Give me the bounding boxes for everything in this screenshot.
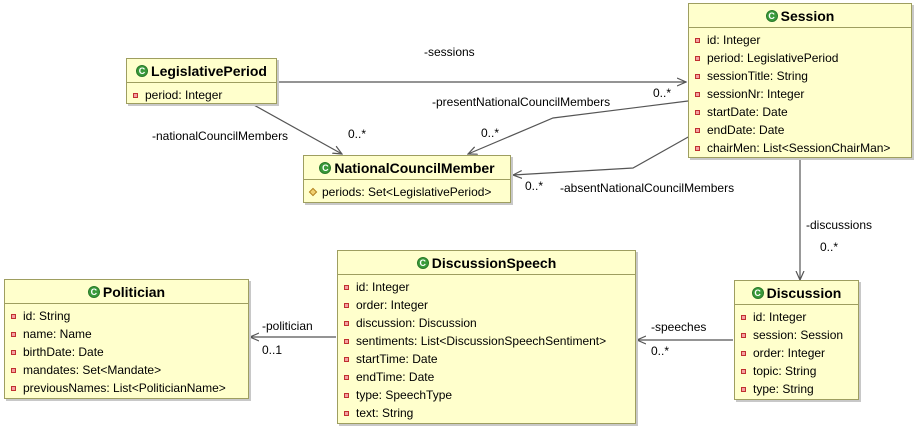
- attribute: birthDate: Date: [11, 343, 242, 361]
- label-speeches-multiplicity: 0..*: [651, 344, 670, 358]
- class-politician-name: Politician: [102, 283, 166, 300]
- label-discussions-multiplicity: 0..*: [820, 240, 839, 254]
- class-national-council-member-header: C NationalCouncilMember: [304, 156, 510, 180]
- attribute: id: Integer: [741, 308, 852, 326]
- class-icon: C: [136, 64, 149, 77]
- private-field-icon: [11, 313, 16, 319]
- private-field-icon: [741, 368, 746, 374]
- private-field-icon: [741, 314, 746, 320]
- class-icon: C: [87, 285, 100, 298]
- label-present-multiplicity: 0..*: [481, 126, 500, 140]
- class-politician[interactable]: C Politician id: String name: Name birth…: [4, 279, 249, 399]
- class-discussion-speech-header: C DiscussionSpeech: [338, 251, 635, 275]
- attribute: order: Integer: [741, 344, 852, 362]
- label-politician-multiplicity: 0..1: [262, 343, 283, 357]
- private-field-icon: [344, 338, 349, 344]
- attribute: text: String: [344, 404, 629, 422]
- class-icon: C: [765, 9, 778, 22]
- class-legislative-period-header: C LegislativePeriod: [127, 59, 276, 83]
- class-legislative-period[interactable]: C LegislativePeriod period: Integer: [126, 58, 277, 104]
- private-field-icon: [741, 386, 746, 392]
- private-field-icon: [741, 332, 746, 338]
- private-field-icon: [11, 367, 16, 373]
- label-present-members: -presentNationalCouncilMembers: [432, 95, 611, 109]
- class-politician-header: C Politician: [5, 280, 248, 304]
- attribute: type: String: [741, 380, 852, 398]
- private-field-icon: [11, 349, 16, 355]
- attribute: sessionTitle: String: [695, 67, 905, 85]
- class-discussion[interactable]: C Discussion id: Integer session: Sessio…: [734, 280, 859, 400]
- label-national-multiplicity: 0..*: [348, 127, 367, 141]
- assoc-absent-members: [513, 135, 691, 175]
- class-national-council-member[interactable]: C NationalCouncilMember periods: Set<Leg…: [303, 155, 511, 203]
- private-field-icon: [695, 55, 700, 61]
- private-field-icon: [695, 127, 700, 133]
- attribute: id: String: [11, 307, 242, 325]
- label-discussions: -discussions: [806, 218, 873, 232]
- class-discussion-speech[interactable]: C DiscussionSpeech id: Integer order: In…: [337, 250, 636, 424]
- class-discussion-speech-name: DiscussionSpeech: [431, 254, 557, 271]
- assoc-present-members: [468, 100, 689, 154]
- class-national-council-member-name: NationalCouncilMember: [334, 159, 495, 176]
- private-field-icon: [344, 284, 349, 290]
- attribute: previousNames: List<PoliticianName>: [11, 379, 242, 397]
- private-field-icon: [695, 109, 700, 115]
- attribute: session: Session: [741, 326, 852, 344]
- class-discussion-header: C Discussion: [735, 281, 858, 305]
- label-politician: -politician: [262, 319, 313, 333]
- class-icon: C: [416, 256, 429, 269]
- attribute: topic: String: [741, 362, 852, 380]
- private-field-icon: [695, 73, 700, 79]
- attribute: endTime: Date: [344, 368, 629, 386]
- label-sessions: -sessions: [424, 45, 475, 59]
- attribute: discussion: Discussion: [344, 314, 629, 332]
- attribute: startDate: Date: [695, 103, 905, 121]
- class-session[interactable]: C Session id: Integer period: Legislativ…: [688, 3, 912, 158]
- private-field-icon: [344, 320, 349, 326]
- label-sessions-multiplicity: 0..*: [653, 86, 672, 100]
- class-session-header: C Session: [689, 4, 911, 28]
- attribute: id: Integer: [695, 31, 905, 49]
- attribute: sentiments: List<DiscussionSpeechSentime…: [344, 332, 629, 350]
- private-field-icon: [695, 37, 700, 43]
- attribute: order: Integer: [344, 296, 629, 314]
- private-field-icon: [344, 410, 349, 416]
- private-field-icon: [11, 331, 16, 337]
- attribute: id: Integer: [344, 278, 629, 296]
- private-field-icon: [11, 385, 16, 391]
- label-speeches: -speeches: [651, 320, 707, 334]
- class-legislative-period-name: LegislativePeriod: [151, 62, 267, 79]
- private-field-icon: [344, 374, 349, 380]
- attribute: period: LegislativePeriod: [695, 49, 905, 67]
- attribute: name: Name: [11, 325, 242, 343]
- private-field-icon: [741, 350, 746, 356]
- label-absent-members: -absentNationalCouncilMembers: [560, 181, 735, 195]
- label-absent-multiplicity: 0..*: [525, 179, 544, 193]
- attribute: chairMen: List<SessionChairMan>: [695, 139, 905, 157]
- private-field-icon: [344, 302, 349, 308]
- attribute: periods: Set<LegislativePeriod>: [308, 183, 504, 201]
- private-field-icon: [344, 356, 349, 362]
- private-field-icon: [344, 392, 349, 398]
- private-field-icon: [695, 145, 700, 151]
- attribute: startTime: Date: [344, 350, 629, 368]
- label-national-council-members: -nationalCouncilMembers: [152, 129, 289, 143]
- class-icon: C: [319, 161, 332, 174]
- assoc-national-council-members: [251, 103, 342, 154]
- class-icon: C: [751, 286, 764, 299]
- attribute: endDate: Date: [695, 121, 905, 139]
- private-field-icon: [695, 91, 700, 97]
- attribute: type: SpeechType: [344, 386, 629, 404]
- attribute: sessionNr: Integer: [695, 85, 905, 103]
- protected-field-icon: [308, 187, 318, 197]
- class-session-name: Session: [780, 7, 835, 24]
- attribute: period: Integer: [133, 86, 270, 104]
- private-field-icon: [133, 92, 138, 98]
- attribute: mandates: Set<Mandate>: [11, 361, 242, 379]
- class-discussion-name: Discussion: [766, 284, 842, 301]
